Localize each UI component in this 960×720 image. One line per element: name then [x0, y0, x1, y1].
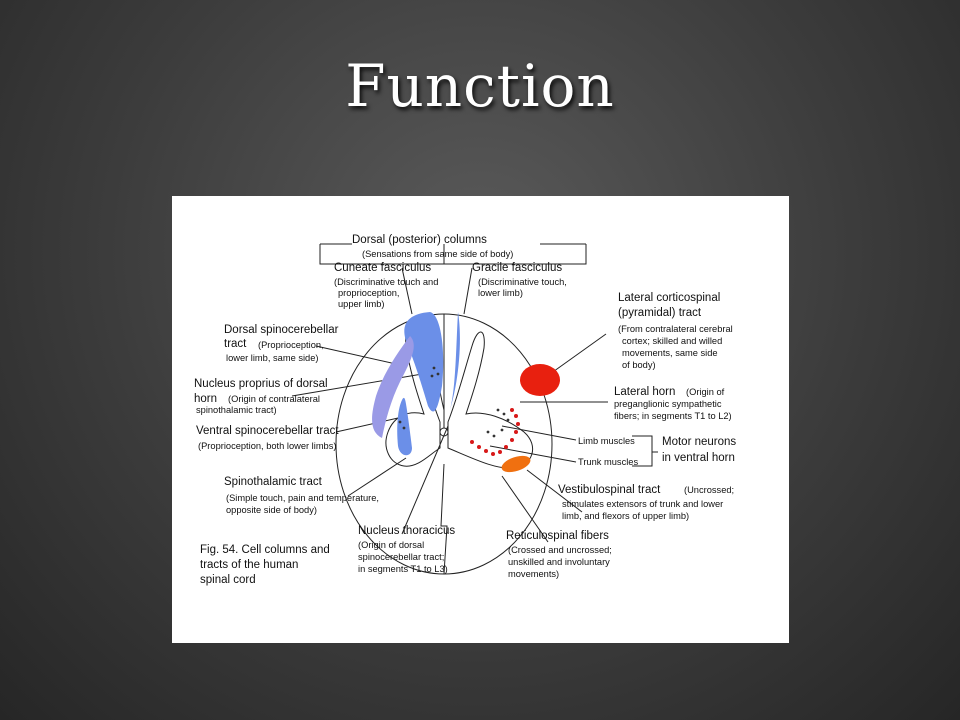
- ventral-fissure: [440, 463, 448, 575]
- motor-neuron-dot: [504, 445, 508, 449]
- label-ventral-spinocerebellar: Ventral spinocerebellar tract: [196, 425, 339, 437]
- label-spinothalamic: Spinothalamic tract: [224, 476, 322, 488]
- note-lateral-corticospinal-3: movements, same side: [622, 348, 718, 358]
- note-gracile-2: lower limb): [478, 288, 523, 298]
- caption-line-1: Fig. 54. Cell columns and: [200, 544, 330, 556]
- note-cuneate-2: proprioception,: [338, 288, 400, 298]
- label-dorsal-spinocerebellar-1: Dorsal spinocerebellar: [224, 324, 339, 336]
- label-motor-neurons-1: Motor neurons: [662, 436, 737, 448]
- label-nucleus-proprius-1: Nucleus proprius of dorsal: [194, 378, 328, 390]
- motor-neuron-dot: [514, 430, 518, 434]
- note-lateral-corticospinal-2: cortex; skilled and willed: [622, 336, 723, 346]
- label-reticulospinal: Reticulospinal fibers: [506, 530, 609, 542]
- note-lateral-horn-2: preganglionic sympathetic: [614, 399, 722, 409]
- note-nucleus-proprius-2: spinothalamic tract): [196, 405, 277, 415]
- motor-neuron-dot: [510, 408, 514, 412]
- note-dorsal-columns: (Sensations from same side of body): [362, 249, 514, 259]
- label-limb-muscles: Limb muscles: [578, 436, 635, 446]
- label-lateral-corticospinal-2: (pyramidal) tract: [618, 307, 702, 319]
- grey-matter-right: [447, 331, 534, 469]
- label-dorsal-columns: Dorsal (posterior) columns: [352, 234, 487, 246]
- caption-line-2: tracts of the human: [200, 559, 299, 571]
- label-vestibulospinal: Vestibulospinal tract: [558, 484, 661, 496]
- note-vestibulospinal-head: (Uncrossed;: [684, 485, 735, 495]
- fasciculus-tract-region: [404, 312, 444, 412]
- dorsal-columns-bracket: [319, 244, 587, 265]
- spinal-cord-diagram: [291, 243, 658, 575]
- spinal-cord-figure: Dorsal (posterior) columns (Sensations f…: [172, 196, 789, 643]
- note-vestibulospinal-1: stimulates extensors of trunk and lower: [562, 499, 724, 509]
- motor-neuron-dot: [516, 422, 520, 426]
- motor-neuron-dot: [470, 440, 474, 444]
- vestibulospinal-region: [501, 455, 531, 473]
- note-lateral-corticospinal-4: of body): [622, 360, 656, 370]
- gracile-tract-region: [450, 312, 460, 410]
- motor-neurons-bracket: [632, 435, 653, 467]
- ventral-spinocerebellar-region: [397, 397, 412, 456]
- slide-title: Function: [345, 52, 615, 120]
- label-lateral-corticospinal-1: Lateral corticospinal: [618, 292, 721, 304]
- note-nucleus-proprius-1: (Origin of contralateral: [228, 394, 320, 404]
- dorsal-spinocerebellar-region: [372, 336, 414, 438]
- label-cuneate: Cuneate fasciculus: [334, 262, 432, 274]
- label-dorsal-spinocerebellar-2: tract: [224, 338, 247, 350]
- label-motor-neurons-2: in ventral horn: [662, 452, 735, 464]
- motor-neuron-dot: [491, 452, 495, 456]
- motor-neuron-dot: [510, 438, 514, 442]
- note-cuneate-1: (Discriminative touch and: [334, 277, 439, 287]
- note-gracile-1: (Discriminative touch,: [478, 277, 567, 287]
- note-reticulospinal-3: movements): [508, 569, 560, 579]
- note-nucleus-thoracicus-3: in segments T1 to L3): [358, 564, 448, 574]
- label-nucleus-proprius-2: horn: [194, 393, 218, 405]
- note-dorsal-spinocerebellar-2: lower limb, same side): [226, 353, 319, 363]
- note-cuneate-3: upper limb): [338, 299, 385, 309]
- note-nucleus-thoracicus-2: spinocerebellar tract;: [358, 552, 445, 562]
- note-spinothalamic-2: opposite side of body): [226, 505, 317, 515]
- motor-neuron-dot: [477, 445, 481, 449]
- note-vestibulospinal-2: limb, and flexors of upper limb): [562, 511, 690, 521]
- note-lateral-corticospinal-1: (From contralateral cerebral: [618, 324, 733, 334]
- label-nucleus-thoracicus: Nucleus thoracicus: [358, 525, 456, 537]
- note-nucleus-thoracicus-1: (Origin of dorsal: [358, 540, 425, 550]
- label-trunk-muscles: Trunk muscles: [578, 457, 639, 467]
- note-reticulospinal-1: (Crossed and uncrossed;: [508, 545, 612, 555]
- note-reticulospinal-2: unskilled and involuntary: [508, 557, 610, 567]
- note-lateral-horn-3: fibers; in segments T1 to L2): [614, 411, 732, 421]
- motor-neuron-dot: [498, 450, 502, 454]
- note-ventral-spinocerebellar: (Proprioception, both lower limbs): [198, 441, 337, 451]
- lateral-corticospinal-region: [520, 364, 560, 396]
- label-lateral-horn: Lateral horn: [614, 386, 676, 398]
- note-dorsal-spinocerebellar-1: (Proprioception,: [258, 340, 324, 350]
- caption-line-3: spinal cord: [200, 574, 256, 586]
- note-spinothalamic-1: (Simple touch, pain and temperature,: [226, 493, 379, 503]
- label-gracile: Gracile fasciculus: [472, 262, 563, 274]
- note-lateral-horn-1: (Origin of: [686, 387, 725, 397]
- motor-neuron-dot: [484, 449, 488, 453]
- motor-neuron-dot: [514, 414, 518, 418]
